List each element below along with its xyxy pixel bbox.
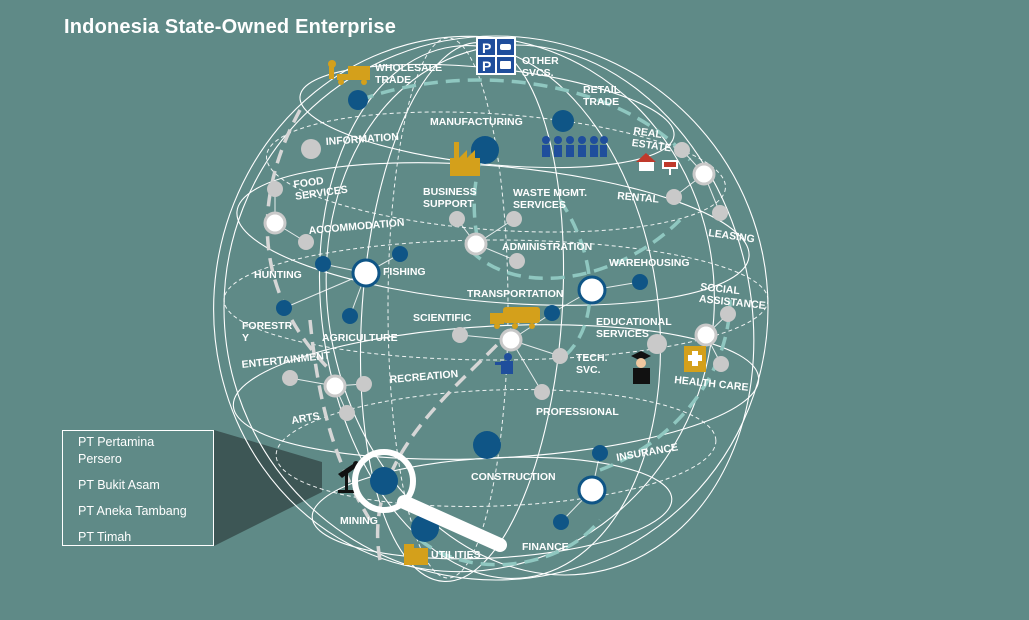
label-arts: ARTS	[290, 410, 320, 427]
label-finance: FINANCE	[522, 541, 569, 553]
company-item: PT Pertamina Persero	[78, 435, 155, 466]
label-fishing: FISHING	[383, 266, 426, 278]
label-professional: PROFESSIONAL	[536, 406, 619, 418]
svg-text:P: P	[482, 40, 491, 56]
truck-icon	[490, 307, 540, 329]
label-scientific: SCIENTIFIC	[413, 312, 472, 324]
label-utilities: UTILITIES	[431, 549, 481, 561]
label-warehousing: WAREHOUSING	[609, 257, 690, 269]
label-social-assistance: SOCIALASSISTANCE	[698, 281, 767, 312]
company-item: PT Timah	[78, 530, 132, 544]
company-list-box: PT Pertamina Persero PT Bukit Asam PT An…	[62, 430, 214, 546]
house-icon	[636, 153, 678, 175]
label-health-care: HEALTH CARE	[674, 374, 749, 394]
svg-text:P: P	[482, 58, 491, 74]
gray-nodes	[267, 139, 736, 421]
label-hunting: HUNTING	[254, 269, 302, 281]
people-icon	[542, 136, 608, 157]
label-transportation: TRANSPORTATION	[467, 288, 563, 300]
label-leasing: LEASING	[708, 227, 756, 245]
label-waste-mgmt: WASTE MGMT.SERVICES	[513, 187, 587, 211]
label-wholesale-trade-text: WHOLESALE	[375, 62, 442, 74]
label-information: INFORMATION	[325, 131, 399, 148]
company-item: PT Aneka Tambang	[78, 504, 187, 518]
company-item: PT Bukit Asam	[78, 478, 160, 492]
label-agriculture: AGRICULTURE	[322, 332, 398, 344]
forklift-icon	[328, 60, 370, 85]
hospital-icon	[684, 346, 706, 372]
parking-icon: P P	[476, 37, 516, 75]
globe-outline	[223, 35, 769, 581]
scientist-icon	[495, 353, 513, 374]
graduate-icon	[631, 351, 651, 384]
label-recreation: RECREATION	[389, 368, 458, 386]
globe-grid	[213, 35, 769, 582]
label-real-estate: REALESTATE	[631, 125, 674, 154]
label-manufacturing: MANUFACTURING	[430, 116, 523, 128]
magnifier-icon	[352, 449, 507, 552]
label-mining: MINING	[340, 515, 378, 527]
label-administration: ADMINISTRATION	[502, 241, 592, 253]
factory-icon	[450, 142, 480, 176]
callout-connector	[214, 430, 322, 546]
label-entertainment: ENTERTAINMENT	[241, 350, 331, 371]
label-tech-svc: TECH.SVC.	[576, 352, 608, 376]
label-wholesale-trade: WHOLESALE TRADE	[375, 62, 445, 86]
label-construction: CONSTRUCTION	[471, 471, 556, 483]
page-title: Indonesia State-Owned Enterprise	[64, 16, 397, 38]
hub-nodes	[263, 162, 718, 505]
label-food-services: FOODSERVICES	[293, 172, 349, 203]
label-rental: RENTAL	[617, 190, 660, 206]
folder-icon	[404, 544, 428, 565]
